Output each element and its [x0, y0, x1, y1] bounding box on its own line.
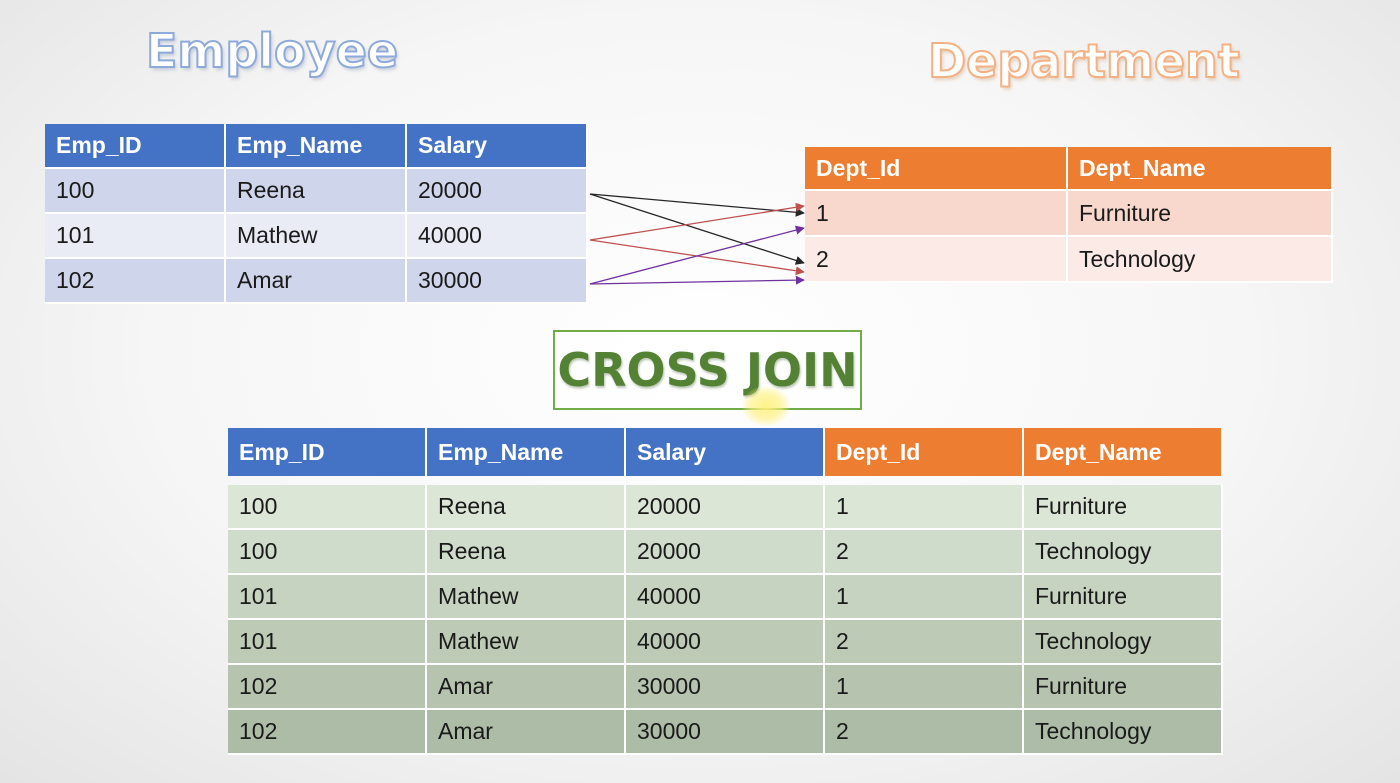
result-cell-dept-name: Technology — [1024, 710, 1223, 755]
result-cell-emp-id: 102 — [228, 665, 427, 710]
employee-header-emp-id: Emp_ID — [45, 124, 226, 169]
result-cell-emp-name: Mathew — [427, 620, 626, 665]
department-row: 2 Technology — [805, 237, 1333, 283]
employee-cell-salary: 40000 — [407, 214, 588, 259]
result-cell-dept-name: Furniture — [1024, 575, 1223, 620]
result-header-row: Emp_ID Emp_Name Salary Dept_Id Dept_Name — [228, 428, 1223, 476]
employee-row: 102 Amar 30000 — [45, 259, 588, 304]
employee-cell-emp-id: 101 — [45, 214, 226, 259]
employee-cell-emp-id: 100 — [45, 169, 226, 214]
employee-row: 101 Mathew 40000 — [45, 214, 588, 259]
employee-title: Employee — [145, 23, 399, 79]
cursor-highlight — [742, 386, 790, 426]
department-cell-dept-name: Technology — [1068, 237, 1333, 283]
result-cell-emp-id: 101 — [228, 575, 427, 620]
result-cell-emp-name: Amar — [427, 710, 626, 755]
employee-cell-emp-name: Reena — [226, 169, 407, 214]
result-row: 101 Mathew 40000 2 Technology — [228, 620, 1223, 665]
department-cell-dept-name: Furniture — [1068, 191, 1333, 237]
arrow-102-to-dept-2 — [589, 275, 805, 285]
result-row: 101 Mathew 40000 1 Furniture — [228, 575, 1223, 620]
result-header-dept-id: Dept_Id — [825, 428, 1024, 476]
result-cell-salary: 30000 — [626, 665, 825, 710]
result-header-salary: Salary — [626, 428, 825, 476]
result-cell-emp-name: Amar — [427, 665, 626, 710]
result-cell-emp-name: Reena — [427, 485, 626, 530]
employee-cell-emp-id: 102 — [45, 259, 226, 304]
result-header-dept-name: Dept_Name — [1024, 428, 1223, 476]
result-cell-dept-id: 2 — [825, 530, 1024, 575]
result-row: 102 Amar 30000 1 Furniture — [228, 665, 1223, 710]
result-header-gap — [228, 476, 1223, 485]
employee-table: Emp_ID Emp_Name Salary 100 Reena 20000 1… — [45, 124, 588, 304]
arrow-101-to-dept-1 — [589, 202, 805, 241]
result-row: 100 Reena 20000 2 Technology — [228, 530, 1223, 575]
department-header-row: Dept_Id Dept_Name — [805, 147, 1333, 191]
result-cell-salary: 30000 — [626, 710, 825, 755]
employee-cell-salary: 20000 — [407, 169, 588, 214]
department-cell-dept-id: 1 — [805, 191, 1068, 237]
arrow-100-to-dept-2 — [589, 193, 805, 265]
result-cell-emp-name: Reena — [427, 530, 626, 575]
cross-join-box: CROSS JOIN — [553, 330, 862, 410]
employee-row: 100 Reena 20000 — [45, 169, 588, 214]
result-cell-emp-id: 100 — [228, 485, 427, 530]
result-cell-emp-id: 102 — [228, 710, 427, 755]
result-cell-dept-name: Technology — [1024, 620, 1223, 665]
employee-header-salary: Salary — [407, 124, 588, 169]
department-header-dept-name: Dept_Name — [1068, 147, 1333, 191]
result-cell-emp-id: 100 — [228, 530, 427, 575]
result-cell-dept-id: 1 — [825, 665, 1024, 710]
result-cell-salary: 40000 — [626, 620, 825, 665]
department-cell-dept-id: 2 — [805, 237, 1068, 283]
result-cell-dept-name: Furniture — [1024, 665, 1223, 710]
arrow-102-to-dept-1 — [589, 225, 805, 285]
arrow-101-to-dept-2 — [589, 239, 805, 276]
employee-cell-salary: 30000 — [407, 259, 588, 304]
result-cell-emp-id: 101 — [228, 620, 427, 665]
arrow-100-to-dept-1 — [589, 193, 805, 217]
result-cell-salary: 20000 — [626, 530, 825, 575]
cross-join-result-table: Emp_ID Emp_Name Salary Dept_Id Dept_Name… — [228, 428, 1223, 755]
result-cell-salary: 40000 — [626, 575, 825, 620]
department-row: 1 Furniture — [805, 191, 1333, 237]
result-cell-emp-name: Mathew — [427, 575, 626, 620]
result-cell-dept-id: 1 — [825, 575, 1024, 620]
employee-cell-emp-name: Mathew — [226, 214, 407, 259]
result-cell-dept-id: 1 — [825, 485, 1024, 530]
result-cell-dept-name: Furniture — [1024, 485, 1223, 530]
result-cell-salary: 20000 — [626, 485, 825, 530]
cross-join-label: CROSS JOIN — [557, 343, 858, 397]
department-title: Department — [927, 33, 1241, 89]
result-row: 102 Amar 30000 2 Technology — [228, 710, 1223, 755]
result-header-emp-id: Emp_ID — [228, 428, 427, 476]
result-cell-dept-name: Technology — [1024, 530, 1223, 575]
employee-header-row: Emp_ID Emp_Name Salary — [45, 124, 588, 169]
department-header-dept-id: Dept_Id — [805, 147, 1068, 191]
result-header-emp-name: Emp_Name — [427, 428, 626, 476]
result-cell-dept-id: 2 — [825, 710, 1024, 755]
department-table: Dept_Id Dept_Name 1 Furniture 2 Technolo… — [805, 147, 1333, 283]
result-cell-dept-id: 2 — [825, 620, 1024, 665]
employee-cell-emp-name: Amar — [226, 259, 407, 304]
result-row: 100 Reena 20000 1 Furniture — [228, 485, 1223, 530]
employee-header-emp-name: Emp_Name — [226, 124, 407, 169]
